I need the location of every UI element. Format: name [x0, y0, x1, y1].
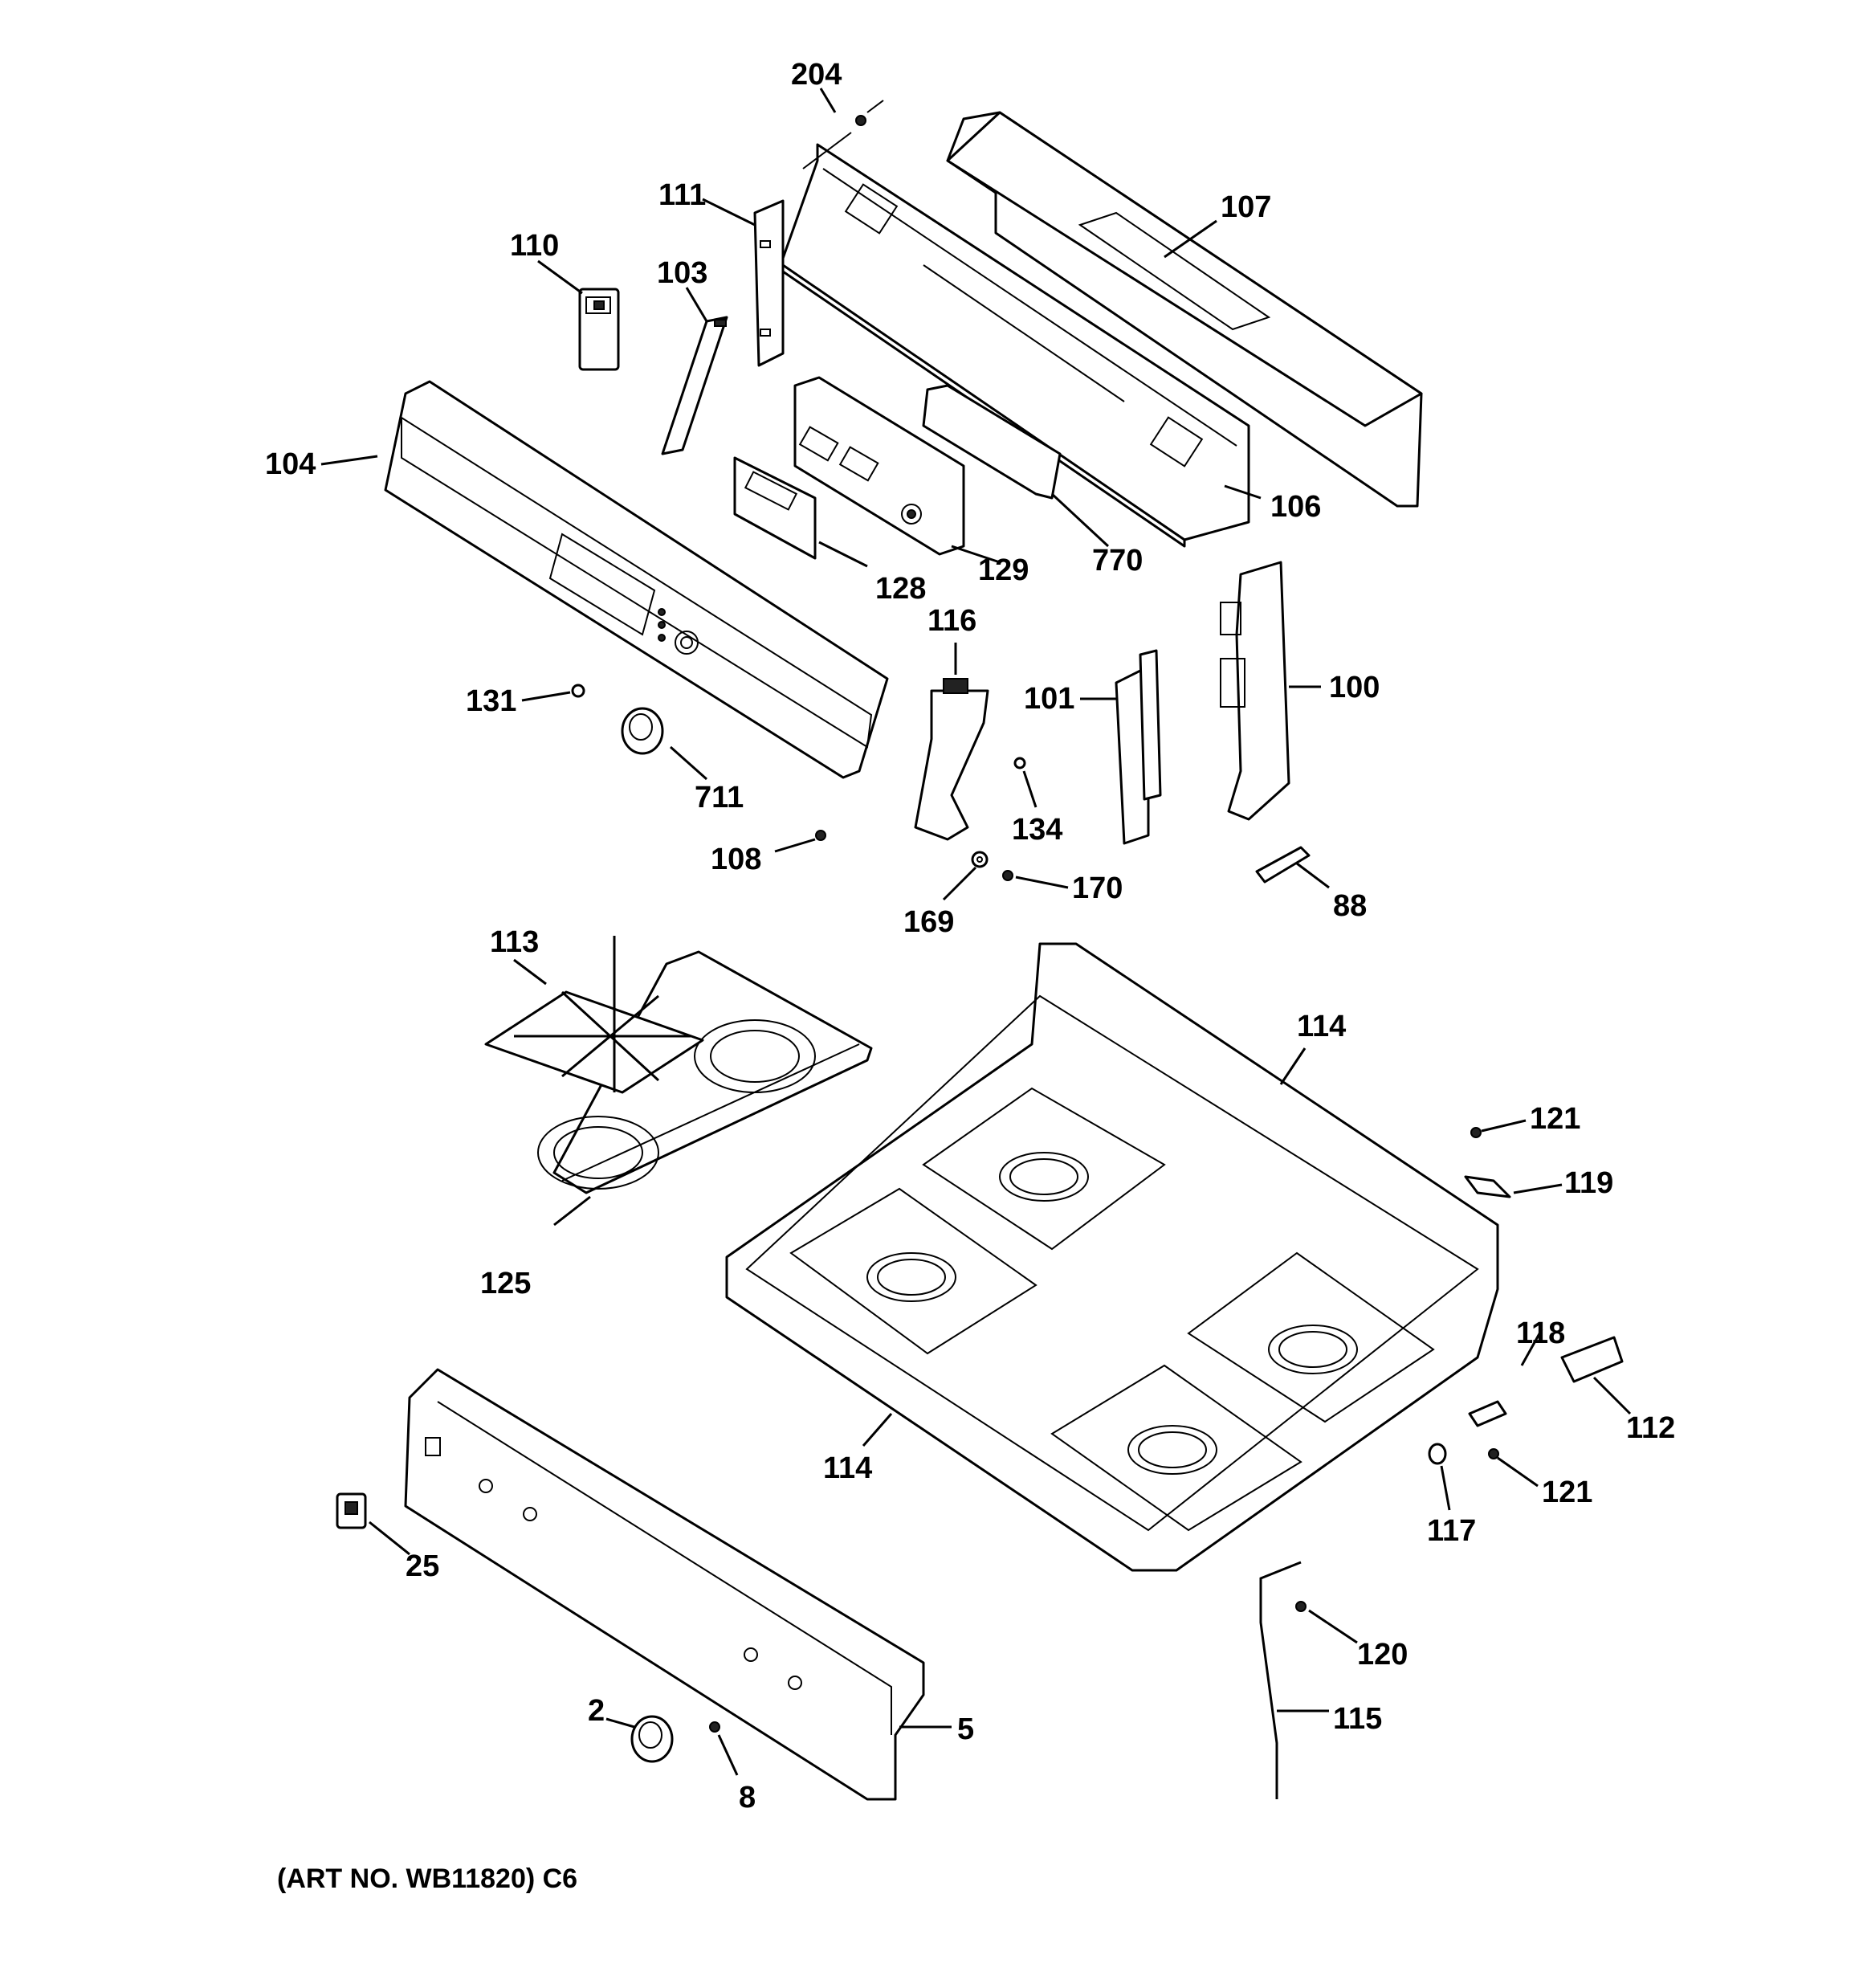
- callout-128: 128: [875, 572, 926, 606]
- grate-113: [484, 936, 873, 1194]
- callout-5: 5: [957, 1712, 974, 1746]
- callout-711: 711: [695, 781, 744, 814]
- callout-107: 107: [1221, 190, 1271, 224]
- control-panel-104: [384, 380, 889, 779]
- callout-88: 88: [1333, 889, 1367, 923]
- callout-117: 117: [1427, 1514, 1476, 1548]
- callout-101: 101: [1024, 682, 1074, 716]
- backsplash-panel-106: [779, 143, 1250, 548]
- callout-106: 106: [1270, 490, 1321, 524]
- cooktop-114: [725, 942, 1499, 1572]
- callout-112: 112: [1626, 1411, 1675, 1445]
- callout-129: 129: [978, 553, 1029, 587]
- cooktop-hardware: [1259, 1127, 1624, 1799]
- callout-2: 2: [588, 1694, 605, 1728]
- callout-121-upper: 121: [1530, 1102, 1580, 1136]
- callout-114-upper: 114: [1297, 1010, 1346, 1043]
- callout-120: 120: [1357, 1638, 1408, 1672]
- callout-170: 170: [1072, 872, 1123, 905]
- callout-770: 770: [1092, 544, 1143, 578]
- control-board-129: [793, 376, 965, 556]
- callout-100: 100: [1329, 671, 1380, 704]
- callout-110: 110: [510, 229, 559, 263]
- callout-8: 8: [739, 1781, 756, 1815]
- callout-131: 131: [466, 684, 516, 718]
- art-number: (ART NO. WB11820) C6: [277, 1863, 577, 1894]
- part-103: [661, 316, 728, 455]
- side-panel-100: [1220, 561, 1290, 821]
- callout-108: 108: [711, 843, 761, 876]
- callout-labels: 204 107 111 110 103 104 106 770 129 128 …: [265, 58, 1675, 1894]
- callout-119: 119: [1564, 1166, 1613, 1200]
- bracket-111: [753, 199, 785, 367]
- callout-134: 134: [1012, 813, 1062, 847]
- callout-103: 103: [657, 256, 707, 290]
- part-116: [914, 678, 989, 841]
- callout-113: 113: [490, 925, 539, 959]
- manifold-panel-5: [404, 1368, 925, 1801]
- callout-204: 204: [791, 58, 842, 92]
- small-hardware: [571, 100, 1311, 884]
- bracket-101: [1115, 649, 1162, 845]
- part-110: [578, 288, 620, 371]
- overlay-128: [733, 456, 817, 560]
- part-770: [922, 384, 1062, 500]
- callout-104: 104: [265, 447, 316, 481]
- callout-116: 116: [927, 604, 976, 638]
- callout-121-lower: 121: [1542, 1476, 1592, 1509]
- callout-111: 111: [658, 178, 706, 212]
- callout-114-lower: 114: [823, 1451, 872, 1485]
- callout-118: 118: [1516, 1316, 1565, 1350]
- callout-169: 169: [903, 905, 954, 939]
- callout-25: 25: [406, 1549, 439, 1583]
- callout-115: 115: [1333, 1702, 1382, 1736]
- backsplash-cap-107: [946, 111, 1423, 508]
- callout-125: 125: [480, 1267, 531, 1300]
- lower-hardware: [336, 1492, 720, 1763]
- leader-lines: [320, 88, 1632, 1776]
